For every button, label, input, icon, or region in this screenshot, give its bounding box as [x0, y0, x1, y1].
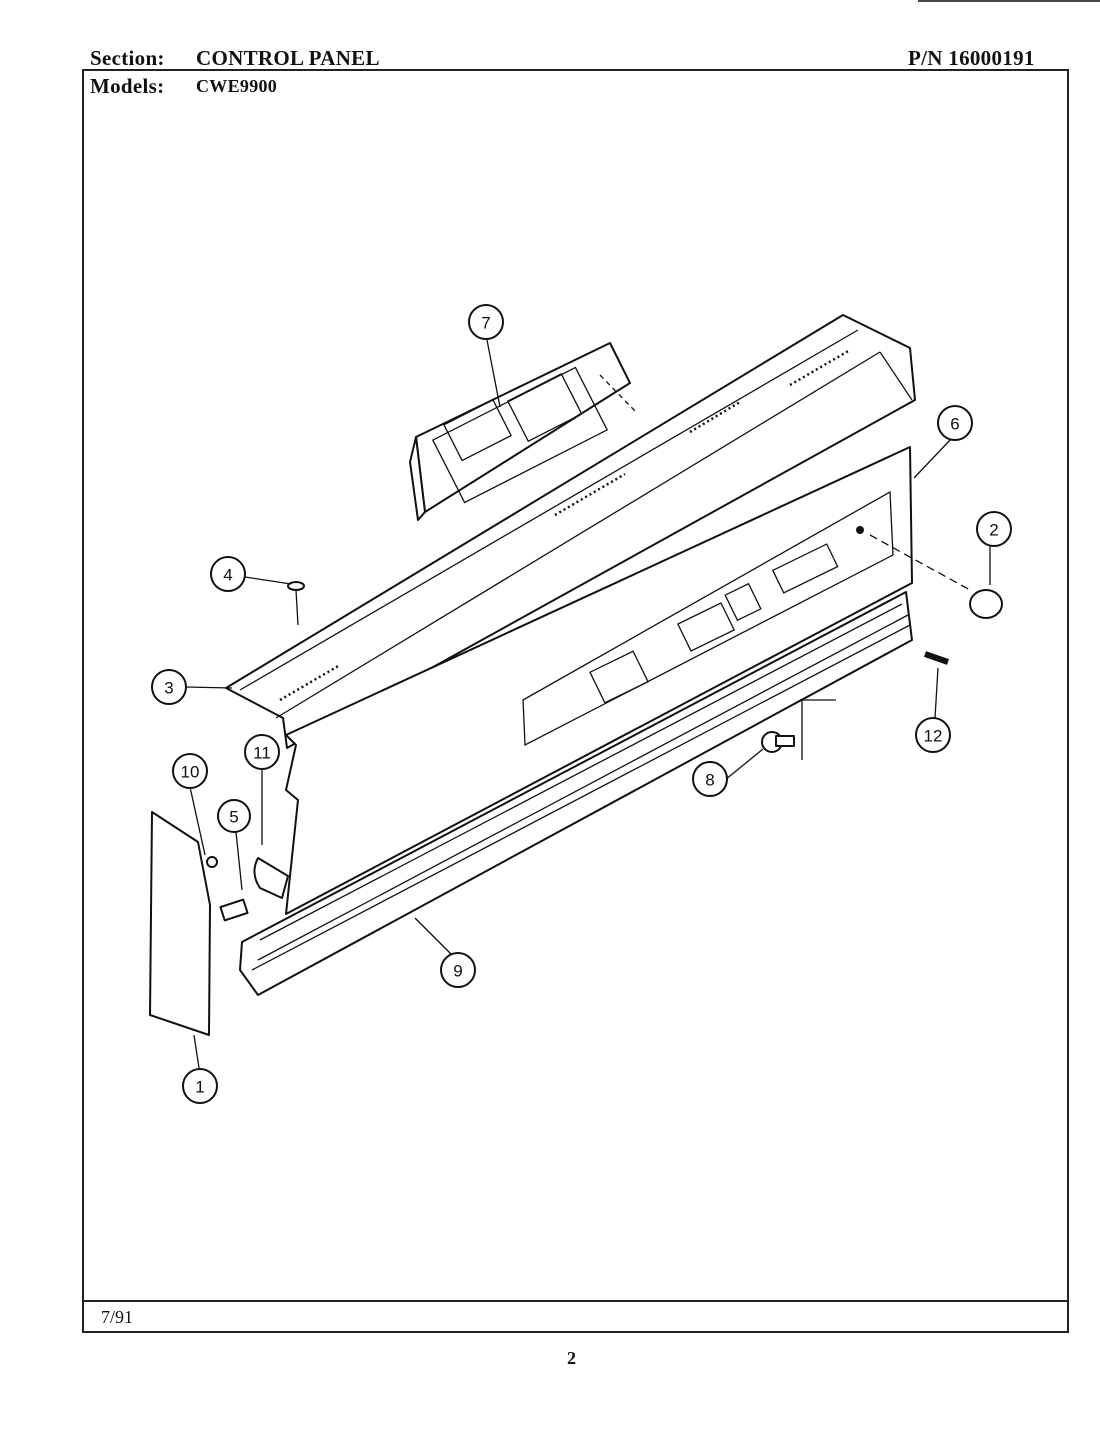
clip-part: [253, 857, 289, 899]
screw-part: [206, 856, 218, 868]
page-number: 2: [567, 1348, 576, 1368]
callout-8: 8: [692, 761, 728, 797]
leader-lines: [185, 339, 991, 1069]
top-screw-part: [287, 581, 305, 626]
callout-1: 1: [182, 1068, 218, 1104]
svg-text:12: 12: [924, 727, 943, 746]
svg-text:3: 3: [164, 679, 173, 698]
diagram-frame: [82, 69, 1069, 1333]
section-title: CONTROL PANEL: [196, 46, 380, 70]
control-panel-face-part: [285, 446, 913, 915]
bottom-trim-part: [239, 591, 913, 996]
callout-12: 12: [915, 717, 951, 753]
end-cap-part: [149, 811, 211, 1036]
revision-date: 7/91: [101, 1307, 134, 1327]
callout-5: 5: [217, 799, 251, 833]
callout-2: 2: [976, 511, 1012, 547]
svg-text:4: 4: [223, 566, 232, 585]
section-label: Section:: [90, 46, 165, 70]
footer-divider: [82, 1300, 1069, 1302]
switch-part: [761, 731, 795, 753]
knob-part: [869, 534, 1003, 619]
control-board-part: [409, 342, 637, 521]
callout-6: 6: [937, 405, 973, 441]
svg-text:1: 1: [195, 1078, 204, 1097]
svg-text:10: 10: [181, 763, 200, 782]
callout-7: 7: [468, 304, 504, 340]
top-rule: [918, 0, 1100, 2]
callout-3: 3: [151, 669, 187, 705]
part-number: P/N 16000191: [908, 46, 1035, 70]
callout-10: 10: [172, 753, 208, 789]
bracket-part: [219, 898, 249, 922]
svg-text:5: 5: [229, 808, 238, 827]
svg-text:2: 2: [989, 521, 998, 540]
top-panel-part: [225, 314, 916, 749]
svg-text:9: 9: [453, 962, 462, 981]
models-value: CWE9900: [196, 76, 278, 96]
svg-text:6: 6: [950, 415, 959, 434]
svg-text:7: 7: [481, 314, 490, 333]
svg-text:11: 11: [253, 744, 271, 763]
models-label: Models:: [90, 74, 165, 98]
callout-9: 9: [440, 952, 476, 988]
pin-part: [924, 651, 949, 665]
callout-11: 11: [244, 734, 280, 770]
svg-text:8: 8: [705, 771, 714, 790]
callout-4: 4: [210, 556, 246, 592]
